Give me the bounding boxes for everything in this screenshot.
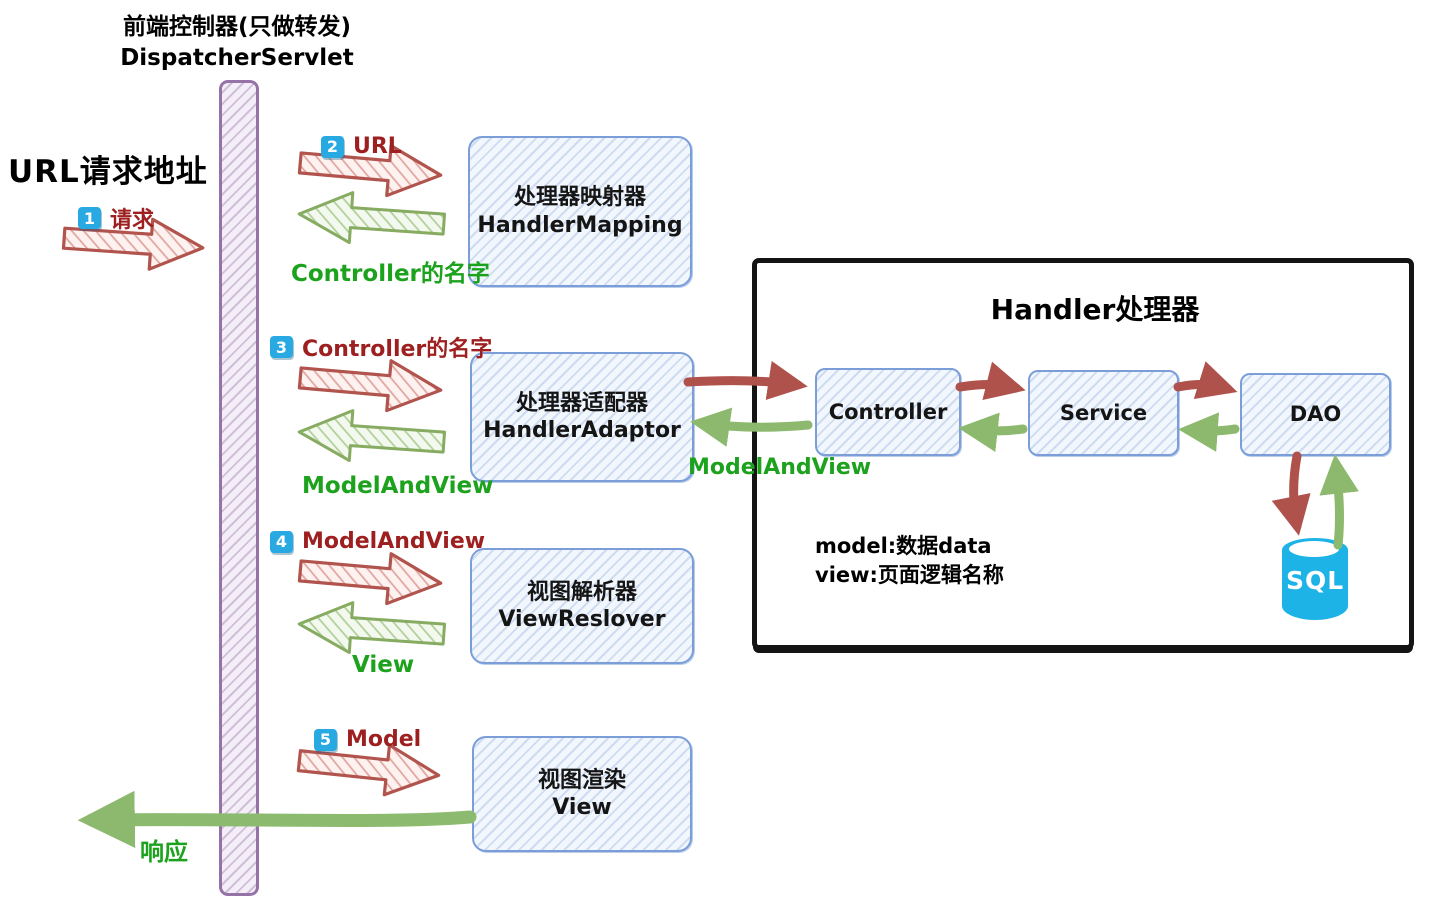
step2-row: 2 URL: [321, 134, 402, 159]
view-resolver-label-cn: 视图解析器: [526, 579, 637, 605]
dispatcher-title-cn: 前端控制器(只做转发): [122, 14, 352, 40]
step3-badge: 3: [270, 336, 293, 358]
view-note-line: view:页面逻辑名称: [815, 563, 1004, 588]
step3-row: 3 Controller的名字: [270, 331, 492, 363]
return-label-modelandview: ModelAndView: [302, 473, 494, 499]
step1-label: 请求: [110, 208, 155, 233]
return-modelandview-arrow: [297, 409, 447, 463]
handler-group-title: Handler处理器: [990, 293, 1200, 326]
step4-label: ModelAndView: [302, 529, 486, 554]
view-render-label-cn: 视图渲染: [537, 767, 626, 793]
dao-box: DAO: [1240, 373, 1391, 456]
view-resolver-box: 视图解析器 ViewReslover: [470, 548, 694, 664]
view-render-box: 视图渲染 View: [472, 736, 692, 852]
model-note-line: model:数据data: [815, 534, 992, 558]
service-box: Service: [1028, 370, 1179, 456]
step1-badge: 1: [78, 207, 101, 229]
step4-modelandview-arrow: [297, 552, 443, 606]
handler-mapping-label-cn: 处理器映射器: [513, 185, 646, 210]
url-request-label: URL请求地址: [8, 154, 208, 190]
dispatcher-servlet-bar: [219, 80, 259, 896]
adaptor-return-label: ModelAndView: [688, 455, 872, 480]
controller-label: Controller: [828, 399, 948, 424]
sql-label: SQL: [1286, 566, 1345, 595]
step5-label: Model: [346, 727, 422, 752]
handler-adaptor-box: 处理器适配器 HandlerAdaptor: [470, 352, 694, 482]
dao-label: DAO: [1289, 402, 1342, 427]
return-controller-name-arrow: [297, 191, 447, 245]
controller-box: Controller: [815, 368, 961, 456]
step3-label: Controller的名字: [302, 337, 493, 362]
return-view-arrow: [297, 601, 447, 655]
step2-label: URL: [353, 134, 402, 159]
step5-badge: 5: [314, 728, 337, 751]
step4-row: 4 ModelAndView: [270, 529, 485, 554]
step5-row: 5 Model: [314, 727, 421, 752]
service-label: Service: [1059, 400, 1148, 425]
dispatcher-title-en: DispatcherServlet: [120, 45, 354, 72]
handler-mapping-label-en: HandlerMapping: [477, 212, 683, 238]
dispatcher-title: 前端控制器(只做转发) DispatcherServlet: [57, 12, 417, 74]
handler-adaptor-label-en: HandlerAdaptor: [483, 418, 681, 443]
step2-badge: 2: [321, 135, 344, 158]
view-resolver-label-en: ViewReslover: [498, 607, 666, 632]
step4-badge: 4: [270, 530, 293, 553]
model-view-note: model:数据data view:页面逻辑名称: [815, 532, 1004, 591]
return-label-view: View: [352, 652, 415, 678]
handler-adaptor-label-cn: 处理器适配器: [515, 390, 648, 416]
response-label: 响应: [140, 838, 188, 866]
handler-mapping-box: 处理器映射器 HandlerMapping: [468, 136, 692, 287]
view-render-label-en: View: [552, 795, 612, 820]
step1-row: 1 请求: [78, 202, 154, 234]
response-arrow: [77, 790, 477, 848]
return-label-controller-name: Controller的名字: [291, 261, 490, 287]
